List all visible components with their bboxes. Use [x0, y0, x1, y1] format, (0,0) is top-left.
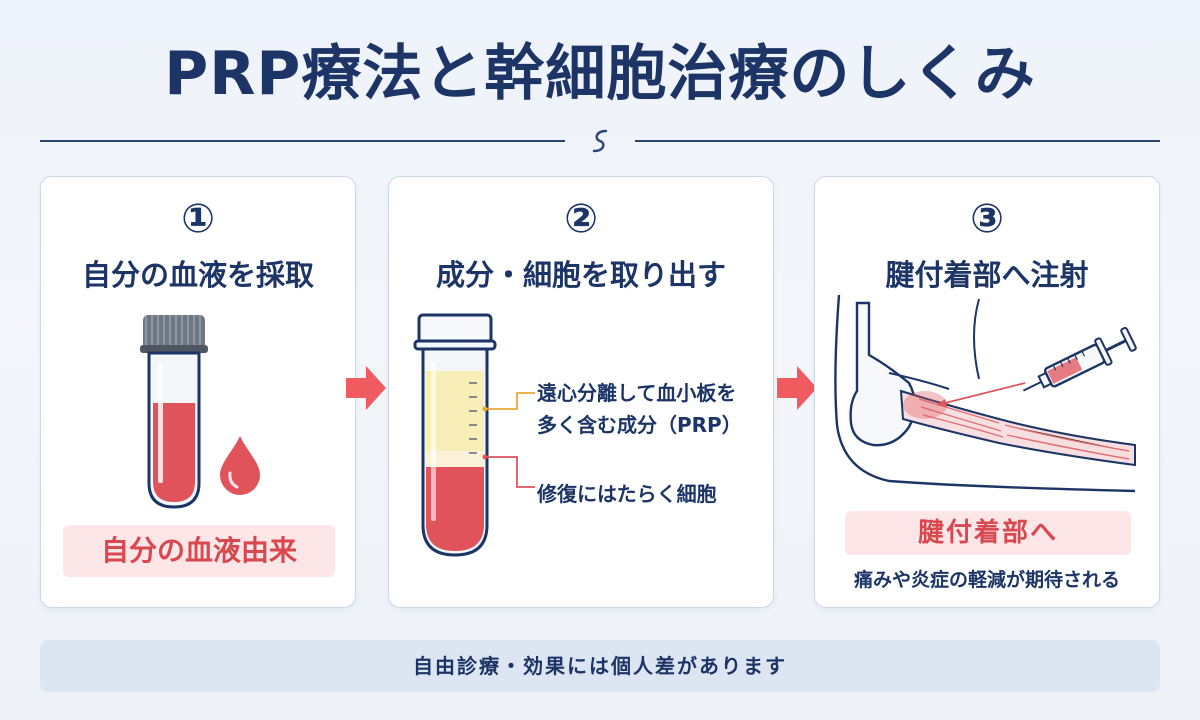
step-title: 成分・細胞を取り出す [435, 258, 726, 292]
step-card-3: ③ 腱付着部へ注射 [814, 176, 1160, 608]
step-card-2: ② 成分・細胞を取り出す 遠心分離して血小板を 多く含む成分（PRP） 修復には… [388, 176, 774, 608]
effect-note: 痛みや炎症の軽減が期待される [853, 569, 1120, 591]
target-badge: 腱付着部へ [845, 511, 1131, 555]
pointer-lines [482, 392, 535, 488]
divider-ornament-icon [592, 129, 608, 153]
heel-tendon-icon [834, 295, 1136, 493]
step-title: 自分の血液を採取 [81, 258, 314, 292]
syringe-icon [1022, 326, 1137, 392]
cells-label: 修復にはたらく細胞 [537, 482, 717, 506]
disclaimer-footer: 自由診療・効果には個人差があります [40, 640, 1160, 692]
blood-drop-icon [220, 436, 260, 495]
step-number: ③ [970, 196, 1004, 242]
prp-label: 遠心分離して血小板を 多く含む成分（PRP） [537, 381, 742, 437]
right-arrow-icon [346, 366, 386, 410]
page-title: PRP療法と幹細胞治療のしくみ [164, 39, 1036, 109]
step-number: ② [564, 196, 598, 242]
title-divider-left [40, 140, 565, 142]
title-divider-right [635, 140, 1160, 142]
right-arrow-icon [777, 366, 817, 410]
centrifuged-tube-icon [413, 313, 497, 557]
step-number: ① [181, 196, 215, 242]
blood-tube-icon [140, 315, 208, 509]
origin-badge: 自分の血液由来 [63, 525, 335, 577]
step-card-1: ① 自分の血液を採取 自分の血液由来 [40, 176, 356, 608]
step-title: 腱付着部へ注射 [885, 258, 1089, 292]
